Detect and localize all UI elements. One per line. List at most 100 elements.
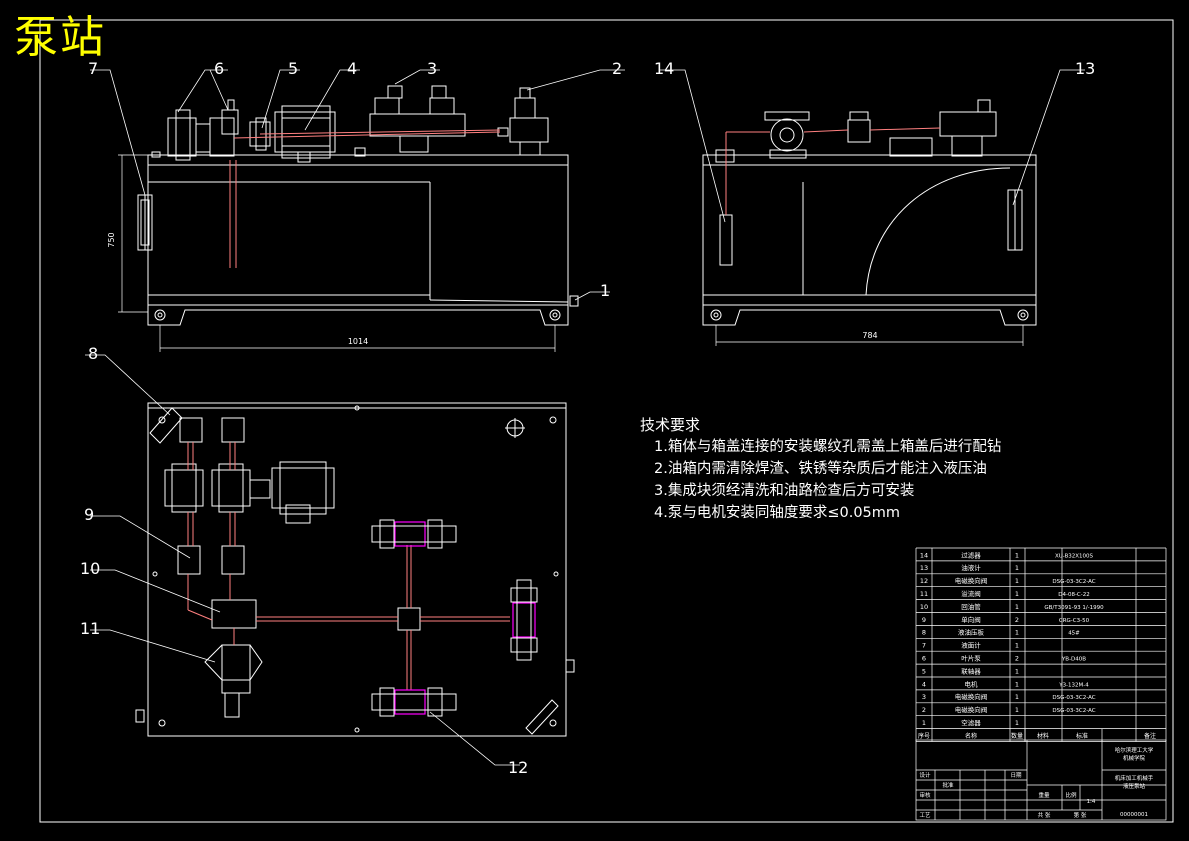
tech-requirement-2: 2.油箱内需清除焊渣、铁锈等杂质后才能注入液压油 bbox=[654, 461, 987, 477]
bom-row-no: 5 bbox=[922, 667, 926, 675]
callout-12: 12 bbox=[508, 758, 528, 777]
tb-drawing: 液压泵站 bbox=[1123, 782, 1146, 790]
callout-11: 11 bbox=[80, 619, 100, 638]
tech-requirements: 技术要求 1.箱体与箱盖连接的安装螺纹孔需盖上箱盖后进行配钻 2.油箱内需清除焊… bbox=[640, 414, 1001, 524]
bom-header-std: 标准 bbox=[1076, 732, 1088, 740]
top-pipes bbox=[187, 442, 510, 690]
tech-requirement-3: 3.集成块须经清洗和油路检查后方可安装 bbox=[654, 483, 915, 499]
bom-row-qty: 1 bbox=[1015, 577, 1019, 585]
bom-row-qty: 1 bbox=[1015, 667, 1019, 675]
bom-row-qty: 1 bbox=[1015, 603, 1019, 611]
bom-row-qty: 1 bbox=[1015, 590, 1019, 598]
callout-labels: 1 2 3 4 5 6 7 8 9 10 11 12 13 14 bbox=[80, 59, 1095, 777]
tech-requirement-1: 1.箱体与箱盖连接的安装螺纹孔需盖上箱盖后进行配钻 bbox=[654, 439, 1002, 455]
bom-row-name: 溢流阀 bbox=[961, 589, 981, 598]
callout-3: 3 bbox=[427, 59, 437, 78]
side-dimensions bbox=[715, 325, 1024, 346]
bom-row-no: 14 bbox=[920, 551, 928, 559]
bom-row-name: 单向阀 bbox=[961, 615, 981, 624]
directional-valves bbox=[394, 521, 536, 715]
bom-row-qty: 1 bbox=[1015, 693, 1019, 701]
tb-label-review: 审核 bbox=[919, 791, 931, 799]
bom-row-no: 12 bbox=[920, 577, 928, 585]
bom-row-name: 联轴器 bbox=[961, 666, 981, 675]
side-view bbox=[702, 99, 1037, 326]
bom-row-qty: 1 bbox=[1015, 564, 1019, 572]
callout-7: 7 bbox=[88, 59, 98, 78]
bom-row-spec: YB-D40B bbox=[1061, 656, 1086, 662]
callout-14: 14 bbox=[654, 59, 674, 78]
bom-row-no: 9 bbox=[922, 616, 926, 624]
bom-row-qty: 2 bbox=[1015, 616, 1019, 624]
bom-row-name: 液油压板 bbox=[958, 628, 985, 637]
bom-header-qty: 数量 bbox=[1011, 732, 1023, 740]
bom-row-spec: CRG-C3-50 bbox=[1059, 618, 1090, 624]
bom-row-no: 8 bbox=[922, 629, 926, 637]
bom-row-spec: Y3-132M-4 bbox=[1058, 682, 1089, 688]
dim-height: 750 bbox=[107, 232, 116, 247]
title-block bbox=[915, 739, 1167, 821]
bom-row-name: 叶片泵 bbox=[961, 653, 981, 662]
bom-row-qty: 1 bbox=[1015, 551, 1019, 559]
tb-label-weight: 重量 bbox=[1038, 791, 1050, 799]
tb-label-date: 日期 bbox=[1010, 772, 1022, 779]
front-view bbox=[137, 85, 579, 326]
tb-project: 机床加工机械手 bbox=[1115, 774, 1154, 782]
bom-row-qty: 2 bbox=[1015, 654, 1019, 662]
bom-row-spec: D4-08-C-22 bbox=[1058, 592, 1090, 598]
bom-row-spec: XU-B32X100S bbox=[1055, 553, 1094, 559]
title-block-text: 哈尔滨理工大学 机械学院 机床加工机械手 液压泵站 1:4 00000001 设… bbox=[919, 746, 1153, 819]
bom-row-name: 液面计 bbox=[961, 641, 981, 650]
callout-13: 13 bbox=[1075, 59, 1095, 78]
bom-row-name: 油液计 bbox=[961, 563, 981, 572]
bom-row-no: 7 bbox=[922, 642, 926, 650]
bom-row-name: 过滤器 bbox=[961, 550, 981, 559]
front-pipes bbox=[229, 129, 501, 268]
bom-row-spec: DSG-03-3C2-AC bbox=[1052, 579, 1095, 585]
bom-row-spec: 45# bbox=[1068, 631, 1080, 637]
leader-lines bbox=[85, 69, 1085, 766]
tb-code: 00000001 bbox=[1120, 812, 1148, 818]
front-dimensions bbox=[118, 154, 556, 352]
tb-label-sheet: 第 张 bbox=[1074, 811, 1087, 819]
callout-1: 1 bbox=[600, 281, 610, 300]
bom-row-no: 1 bbox=[922, 719, 926, 727]
tb-label-approve: 批准 bbox=[942, 781, 954, 789]
bom-row-no: 4 bbox=[922, 680, 926, 688]
bom-row-name: 电磁换向阀 bbox=[955, 692, 988, 701]
bom-row-name: 电磁换向阀 bbox=[955, 576, 988, 585]
side-pipes bbox=[725, 127, 941, 215]
bom-row-spec: DSG-03-3C2-AC bbox=[1052, 695, 1095, 701]
bom-row-qty: 1 bbox=[1015, 642, 1019, 650]
bom-row-qty: 1 bbox=[1015, 629, 1019, 637]
tech-requirements-heading: 技术要求 bbox=[640, 416, 701, 434]
callout-9: 9 bbox=[84, 505, 94, 524]
tb-label-process: 工艺 bbox=[919, 812, 931, 819]
bom-row-no: 3 bbox=[922, 693, 926, 701]
callout-10: 10 bbox=[80, 559, 100, 578]
bom-header-note: 备注 bbox=[1144, 732, 1156, 740]
bom-row-no: 11 bbox=[920, 590, 928, 598]
tb-label-design: 设计 bbox=[919, 771, 931, 779]
tb-label-scale: 比例 bbox=[1065, 791, 1077, 799]
bom-header-material: 材料 bbox=[1037, 732, 1049, 740]
tech-requirement-4: 4.泵与电机安装同轴度要求≤0.05mm bbox=[654, 505, 901, 521]
bom-row-name: 电机 bbox=[965, 679, 979, 688]
tb-dept: 机械学院 bbox=[1123, 754, 1146, 762]
bom-row-no: 10 bbox=[920, 603, 928, 611]
tb-school: 哈尔滨理工大学 bbox=[1115, 746, 1154, 754]
callout-2: 2 bbox=[612, 59, 622, 78]
top-view bbox=[135, 402, 575, 737]
dim-side-width: 784 bbox=[862, 331, 877, 340]
callout-8: 8 bbox=[88, 344, 98, 363]
bom-row-qty: 1 bbox=[1015, 719, 1019, 727]
tb-scale: 1:4 bbox=[1087, 799, 1096, 805]
bom-row-name: 回油管 bbox=[961, 602, 981, 611]
directional-valves-body bbox=[371, 519, 538, 717]
bom-header-name: 名称 bbox=[965, 732, 977, 740]
bom-row-no: 2 bbox=[922, 706, 926, 714]
bom-row-no: 13 bbox=[920, 564, 928, 572]
bom-row-spec: GB/T3091-93 1/-1990 bbox=[1044, 605, 1104, 611]
